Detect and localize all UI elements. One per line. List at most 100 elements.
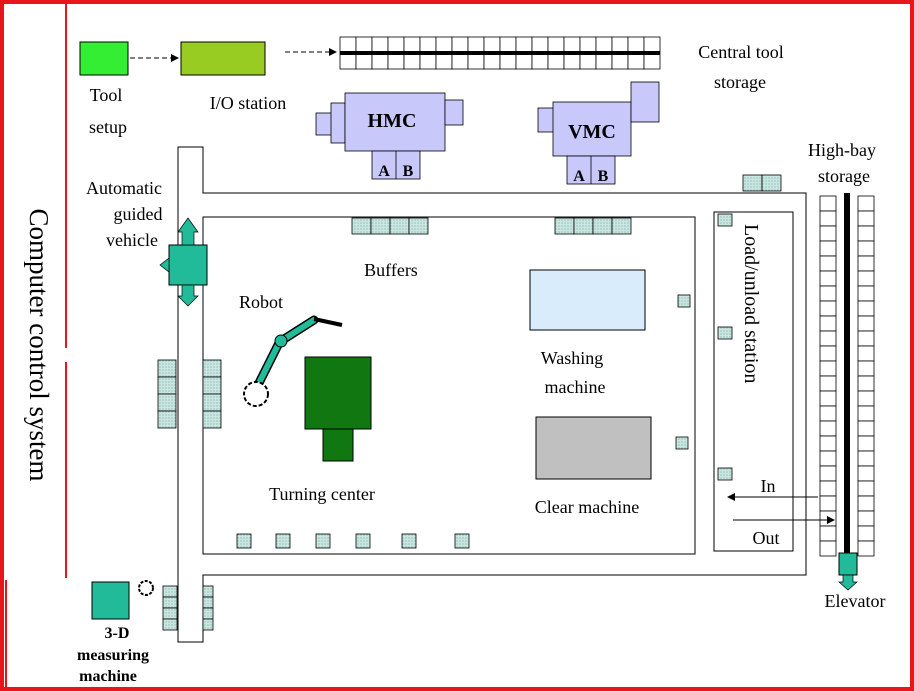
measuring-probe [138,580,154,596]
robot-label: Robot [239,292,283,312]
buffer-slot [454,533,470,549]
buffers-label: Buffers [364,260,418,280]
tool-setup-label-1: Tool [90,85,123,105]
high-bay-slot [819,285,837,302]
high-bay-slot [819,495,837,512]
central-tool-label-2: storage [714,72,766,92]
buffer-slot [592,217,613,235]
tool-slot [419,36,437,54]
vmc-pallet-a: A [573,168,585,185]
tool-slot [515,36,533,54]
agv-track [177,146,807,643]
buffer-slot [202,410,222,429]
tool-slot [595,52,613,70]
vmc-pallet-b: B [598,168,609,185]
turning-center [304,356,372,430]
tool-slot [643,52,661,70]
buffer-slot [573,217,594,235]
high-bay-slot [857,195,875,212]
measuring-label-3: machine [79,668,137,685]
io-station-box [180,41,266,76]
high-bay-slot [819,270,837,287]
tool-slot [467,36,485,54]
buffers [157,174,782,631]
buffer-slot [157,359,177,378]
high-bay-slot [857,390,875,407]
buffer-slot [157,410,177,429]
buffer-slot [162,607,178,620]
high-bay-slot [857,360,875,377]
buffer-slot [675,436,689,450]
hmc-pallet-a: A [378,163,390,180]
tool-slot [611,52,629,70]
out-label: Out [753,528,780,548]
tool-slot [403,52,421,70]
tool-slot [499,52,517,70]
turning-center-base [322,428,354,462]
tool-slot [611,36,629,54]
in-label: In [761,476,776,496]
tool-slot [339,36,357,54]
high-bay-slot [819,315,837,332]
high-bay-slot [819,420,837,437]
tool-slot [371,36,389,54]
high-bay-slot [857,345,875,362]
high-bay-slot [819,360,837,377]
tool-slot [627,52,645,70]
tool-slot [547,52,565,70]
tool-slot [451,52,469,70]
high-bay-slot [857,435,875,452]
high-bay-slot [819,465,837,482]
tool-slot [531,52,549,70]
clear-machine-label: Clear machine [535,497,639,517]
high-bay-slot [819,450,837,467]
high-bay-slot [857,465,875,482]
tool-slot [563,36,581,54]
high-bay-slot [819,375,837,392]
tool-slot [467,52,485,70]
vmc-machine [537,81,660,185]
high-bay-slot [857,510,875,527]
tool-slot [355,52,373,70]
hmc-pallet-b: B [403,163,414,180]
buffer-slot [717,326,733,340]
buffer-slot [202,585,214,598]
high-bay-slot [819,210,837,227]
washing-machine [529,269,646,331]
high-bay-slot [857,495,875,512]
tool-setup-label-2: setup [89,117,127,137]
buffer-slot [162,618,178,631]
buffer-slot [554,217,575,235]
tool-setup-box [79,41,129,76]
buffer-slot [275,533,291,549]
clear-machine [535,416,652,480]
high-bay-slot [857,375,875,392]
tool-slot [515,52,533,70]
high-bay-slot [857,210,875,227]
high-bay-slot [857,240,875,257]
buffer-slot [611,217,632,235]
tool-slot [355,36,373,54]
high-bay-slot [857,525,875,542]
buffer-slot [202,376,222,395]
tool-slot [595,36,613,54]
tool-slot [483,52,501,70]
high-bay-slot [857,405,875,422]
tool-slot [499,36,517,54]
high-bay-slot [819,225,837,242]
tool-slot [371,52,389,70]
buffer-slot [162,596,178,609]
high-bay-slot [857,255,875,272]
tool-slot [627,36,645,54]
high-bay-slot [857,450,875,467]
elevator-car [838,552,858,576]
high-bay-slot [819,405,837,422]
high-bay-slot [857,225,875,242]
measuring-label-1: 3-D [105,625,130,642]
high-bay-slot [819,195,837,212]
buffer-slot [202,596,214,609]
high-bay-slot [857,315,875,332]
elevator-label: Elevator [825,591,886,611]
buffer-slot [742,174,763,192]
